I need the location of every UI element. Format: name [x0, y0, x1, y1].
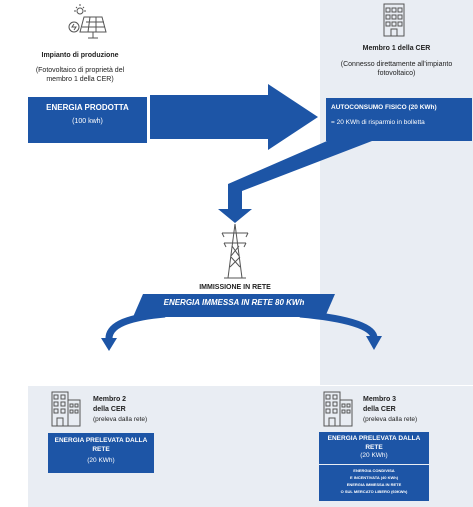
member3-withdrawn-box: ENERGIA PRELEVATA DALLA RETE (20 KWh) [319, 432, 429, 464]
shared-line2: E INCENTIVATA (40 KWh) [349, 475, 399, 480]
arrow-production-to-member1 [150, 84, 318, 150]
production-title: Impianto di produzione [41, 52, 119, 59]
arrowhead-member3 [366, 336, 382, 350]
member2-withdrawn-title: ENERGIA PRELEVATA DALLA RETE [54, 437, 148, 453]
arrow-member1-to-grid [218, 141, 372, 223]
energy-produced-box: ENERGIA PRODOTTA (100 kwh) [28, 97, 147, 143]
energy-produced-value: (100 kwh) [72, 118, 103, 125]
member2-subtitle: (preleva dalla rete) [93, 416, 148, 423]
production-subtitle: (Fotovoltaico di proprietà del membro 1 … [35, 67, 125, 83]
member1-subtitle: (Connesso direttamente all'impianto foto… [340, 61, 453, 77]
member3-subtitle: (preleva dalla rete) [363, 416, 418, 423]
member3-withdrawn-title: ENERGIA PRELEVATA DALLA RETE [327, 435, 421, 451]
energy-produced-title: ENERGIA PRODOTTA [46, 103, 129, 112]
shared-line3: ENERGIA IMMESSA IN RETE [346, 482, 402, 487]
member2-withdrawn-box: ENERGIA PRELEVATA DALLA RETE (20 KWh) [48, 433, 154, 473]
self-consumption-box: AUTOCONSUMO FISICO (20 KWh) = 20 KWh di … [326, 98, 472, 141]
member3-withdrawn-value: (20 KWh) [360, 452, 388, 459]
member3-shared-box: ENERGIA CONDIVISA E INCENTIVATA (40 KWh)… [319, 465, 429, 501]
member2-title-line1: Membro 2 [93, 396, 127, 403]
arrowhead-member2 [101, 338, 117, 351]
self-consumption-note: = 20 KWh di risparmio in bolletta [331, 118, 425, 126]
member2-title-line2: della CER [93, 406, 126, 413]
grid-title: IMMISSIONE IN RETE [199, 284, 271, 291]
member3-title-line1: Membro 3 [363, 396, 397, 403]
member2-withdrawn-value: (20 KWh) [87, 457, 115, 464]
shared-line1: ENERGIA CONDIVISA [353, 468, 395, 473]
shared-line4: O SUL MERCATO LIBERO (60KWh) [340, 489, 408, 494]
self-consumption-title: AUTOCONSUMO FISICO (20 KWh) [331, 104, 437, 111]
member3-title-line2: della CER [363, 406, 396, 413]
member1-title: Membro 1 della CER [362, 45, 431, 52]
grid-banner-text: ENERGIA IMMESSA IN RETE 80 KWh [163, 298, 305, 307]
